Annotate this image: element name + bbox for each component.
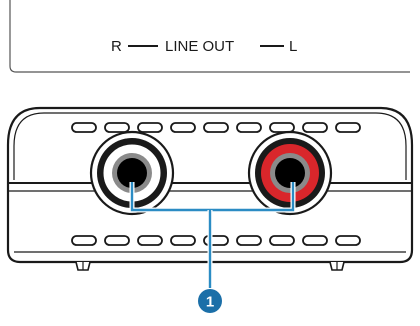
vent-slot xyxy=(170,122,196,133)
label-line-out: LINE OUT xyxy=(165,38,234,55)
jack-left-red[interactable] xyxy=(247,130,333,216)
vent-slot xyxy=(236,235,262,246)
vent-slot xyxy=(302,122,328,133)
vent-slot xyxy=(236,122,262,133)
jack-right-white[interactable] xyxy=(89,130,175,216)
vent-slot xyxy=(137,122,163,133)
callout-circle xyxy=(198,289,222,313)
vent-slot xyxy=(104,122,130,133)
vent-slot xyxy=(269,235,295,246)
vent-slot xyxy=(137,235,163,246)
vent-slot xyxy=(335,235,361,246)
device-body xyxy=(6,106,414,290)
device-inner-shell xyxy=(44,112,407,180)
callout-number: 1 xyxy=(206,294,214,311)
callout-badge: 1 xyxy=(198,289,222,313)
vent-slot xyxy=(170,235,196,246)
vent-slot xyxy=(203,122,229,133)
jack-right-socket xyxy=(117,158,147,188)
label-l: L xyxy=(289,38,297,55)
vent-slot xyxy=(269,122,295,133)
vent-slots-top xyxy=(71,122,361,133)
vent-slot xyxy=(335,122,361,133)
vent-slot xyxy=(71,122,97,133)
device-inner-shell-left xyxy=(13,112,45,180)
vent-slot xyxy=(104,235,130,246)
vent-slot xyxy=(302,235,328,246)
line-out-label: R LINE OUT L xyxy=(111,38,297,55)
rear-panel-outline xyxy=(9,0,410,73)
vent-slots-bottom xyxy=(71,235,361,246)
label-r: R xyxy=(111,38,122,55)
vent-slot xyxy=(71,235,97,246)
jack-left-socket xyxy=(275,158,305,188)
